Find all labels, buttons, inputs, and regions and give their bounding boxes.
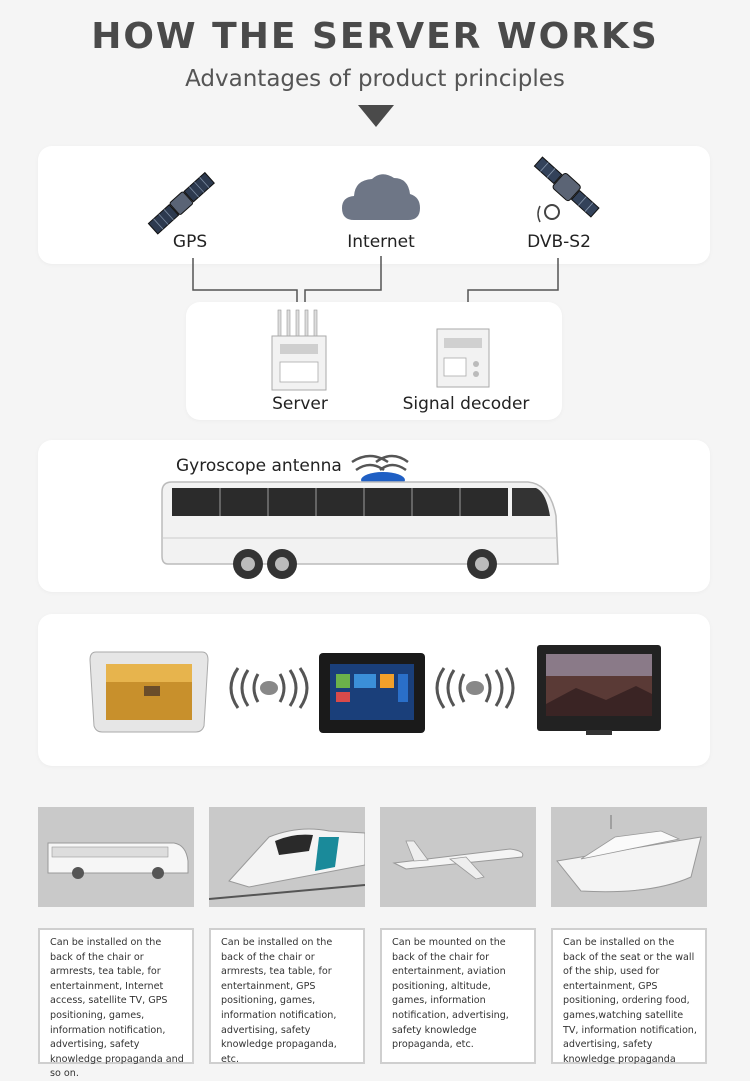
airplane-icon bbox=[392, 840, 524, 880]
page-title: HOW THE SERVER WORKS bbox=[91, 16, 659, 57]
screens-panel bbox=[38, 614, 710, 766]
ship-description: Can be installed on the back of the seat… bbox=[551, 928, 707, 1065]
cloud-icon bbox=[342, 174, 420, 220]
wifi-signal-icon bbox=[229, 667, 309, 709]
gps-satellite-icon bbox=[147, 171, 215, 235]
dvb-label: DVB-S2 bbox=[527, 232, 591, 252]
bus-description: Can be installed on the back of the chai… bbox=[38, 928, 194, 1079]
ship-photo bbox=[551, 807, 707, 907]
seatback-screen-icon bbox=[89, 651, 209, 733]
bus-photo bbox=[38, 807, 194, 907]
wifi-signal-icon bbox=[435, 667, 515, 709]
devices-panel: Server Signal decoder bbox=[186, 302, 562, 420]
gps-label: GPS bbox=[172, 232, 208, 252]
airplane-description: Can be mounted on the back of the chair … bbox=[380, 928, 536, 1064]
dvb-satellite-icon bbox=[533, 156, 600, 223]
monitor-screen-icon bbox=[537, 645, 661, 735]
antenna-label: Gyroscope antenna bbox=[176, 456, 342, 476]
page-subtitle: Advantages of product principles bbox=[185, 66, 565, 92]
bus-icon bbox=[161, 472, 559, 579]
train-description: Can be installed on the back of the chai… bbox=[209, 928, 365, 1065]
server-label: Server bbox=[272, 394, 328, 414]
signal-sources-panel: GPS Internet DVB-S2 bbox=[38, 146, 710, 264]
train-photo bbox=[209, 807, 365, 907]
arrow-down-icon bbox=[358, 105, 394, 127]
train-icon bbox=[209, 828, 365, 900]
tablet-screen-icon bbox=[319, 653, 425, 733]
server-icon bbox=[271, 309, 327, 391]
wifi-wave-icon bbox=[351, 454, 409, 472]
bus-icon bbox=[47, 842, 189, 879]
internet-label: Internet bbox=[347, 232, 415, 252]
decoder-icon bbox=[436, 328, 490, 388]
decoder-label: Signal decoder bbox=[402, 394, 530, 414]
airplane-photo bbox=[380, 807, 536, 907]
ship-icon bbox=[556, 815, 702, 893]
vehicle-panel: Gyroscope antenna bbox=[38, 440, 710, 592]
